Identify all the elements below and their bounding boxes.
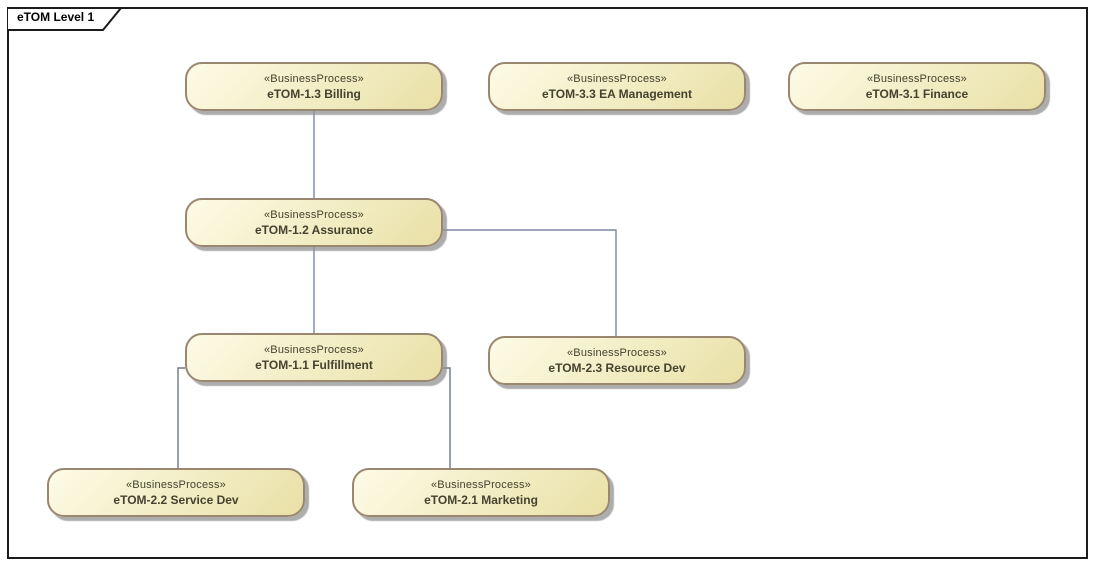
process-name-label: eTOM-3.1 Finance — [865, 86, 969, 101]
stereotype-label: «BusinessProcess» — [263, 343, 364, 356]
stereotype-label: «BusinessProcess» — [430, 478, 531, 491]
process-node-etom-1-2-assurance[interactable]: «BusinessProcess»eTOM-1.2 Assurance — [185, 198, 443, 247]
frame-tab: eTOM Level 1 — [7, 7, 129, 32]
process-name-label: eTOM-3.3 EA Management — [541, 86, 693, 101]
process-node-etom-2-2-service-dev[interactable]: «BusinessProcess»eTOM-2.2 Service Dev — [47, 468, 305, 517]
stereotype-label: «BusinessProcess» — [566, 346, 667, 359]
connector-etom-1-2-assurance-to-etom-2-3-resource-dev — [443, 229, 617, 336]
process-node-etom-2-3-resource-dev[interactable]: «BusinessProcess»eTOM-2.3 Resource Dev — [488, 336, 746, 385]
process-node-etom-3-1-finance[interactable]: «BusinessProcess»eTOM-3.1 Finance — [788, 62, 1046, 111]
process-name-label: eTOM-2.3 Resource Dev — [548, 360, 686, 375]
diagram-frame — [7, 7, 1088, 559]
connector-etom-1-1-fulfillment-to-etom-2-2-service-dev — [177, 367, 185, 468]
stereotype-label: «BusinessProcess» — [866, 72, 967, 85]
process-node-etom-3-3-ea-management[interactable]: «BusinessProcess»eTOM-3.3 EA Management — [488, 62, 746, 111]
process-node-etom-1-3-billing[interactable]: «BusinessProcess»eTOM-1.3 Billing — [185, 62, 443, 111]
process-node-etom-2-1-marketing[interactable]: «BusinessProcess»eTOM-2.1 Marketing — [352, 468, 610, 517]
stereotype-label: «BusinessProcess» — [125, 478, 226, 491]
frame-tab-shape — [7, 7, 124, 31]
stereotype-label: «BusinessProcess» — [263, 72, 364, 85]
stereotype-label: «BusinessProcess» — [263, 208, 364, 221]
diagram-title: eTOM Level 1 — [17, 10, 95, 24]
process-name-label: eTOM-1.2 Assurance — [254, 222, 374, 237]
process-node-etom-1-1-fulfillment[interactable]: «BusinessProcess»eTOM-1.1 Fulfillment — [185, 333, 443, 382]
process-name-label: eTOM-1.1 Fulfillment — [255, 357, 373, 372]
stereotype-label: «BusinessProcess» — [566, 72, 667, 85]
process-name-label: eTOM-1.3 Billing — [267, 86, 361, 101]
process-name-label: eTOM-2.1 Marketing — [424, 492, 538, 507]
process-name-label: eTOM-2.2 Service Dev — [113, 492, 239, 507]
connector-etom-1-1-fulfillment-to-etom-2-1-marketing — [443, 367, 451, 468]
